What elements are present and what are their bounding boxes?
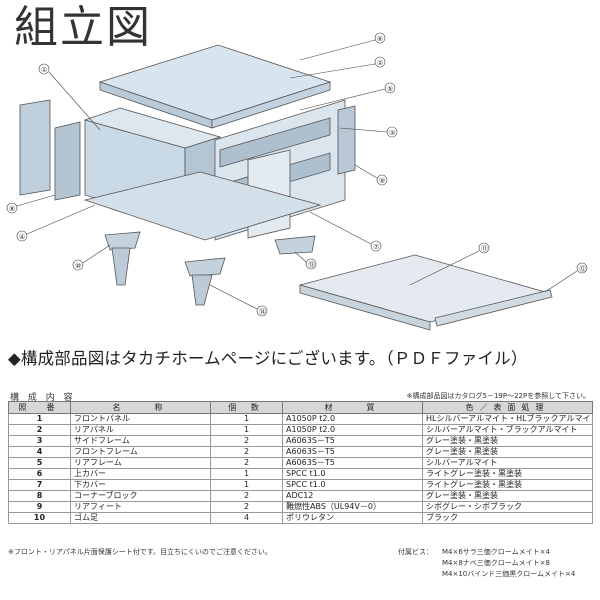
side-rail-shape <box>434 289 553 327</box>
table-row: 8 コーナーブロック 2 ADC12 グレー塗装・黒塗装 <box>8 490 593 502</box>
header-material: 材 質 <box>282 401 423 414</box>
callout-7: ⑦ <box>373 243 379 251</box>
table-row: 3 サイドフレーム 2 A6063S－T5 グレー塗装・黒塗装 <box>8 435 593 447</box>
row-name: ゴム足 <box>70 512 211 524</box>
row-finish: HLシルバーアルマイト・HLブラックアルマイト <box>422 413 593 425</box>
screws-label: 付属ビス： <box>398 548 433 556</box>
row-name: サイドフレーム <box>70 435 211 447</box>
row-quantity: 2 <box>210 457 283 469</box>
row-material: SPCC t1.0 <box>282 468 423 480</box>
callout-3: ③ <box>389 129 395 137</box>
row-name: リアフィート <box>70 501 211 513</box>
row-number: 4 <box>8 446 71 458</box>
assembly-drawing: ① ② ③ ④ ⑤ ⑥ ⑦ ⑧ ⑨ ⑩ ⑪ ⑫ ⑬ ⑭ <box>6 32 588 331</box>
row-finish: グレー塗装・黒塗装 <box>422 446 593 458</box>
rubber-foot-shape <box>104 231 141 251</box>
corner-block-shape <box>19 99 51 196</box>
parts-table: 照 番 名 称 個 数 材 質 色／表面処理 1 フロントパネル 1 A1050… <box>8 401 593 524</box>
row-name: コーナーブロック <box>70 490 211 502</box>
row-material: SPCC t1.0 <box>282 479 423 491</box>
composition-note: ※構成部品図はカタログ5－19P～22Pを参照して下さい。 <box>406 392 590 400</box>
composition-label: 構 成 内 容 <box>10 393 76 403</box>
row-material: A6063S－T5 <box>282 435 423 447</box>
row-quantity: 2 <box>210 490 283 502</box>
callout-2: ② <box>377 59 383 67</box>
screw-item: M4×8ナベ三価クロームメイト×8 <box>442 559 550 567</box>
table-row: 5 リアフレーム 2 A6063S－T5 シルバーアルマイト <box>8 457 593 469</box>
row-finish: ブラック <box>422 512 593 524</box>
table-row: 4 フロントフレーム 2 A6063S－T5 グレー塗装・黒塗装 <box>8 446 593 458</box>
row-material: 難燃性ABS（UL94V－0） <box>282 501 423 513</box>
row-number: 3 <box>8 435 71 447</box>
top-cover-shape <box>98 44 332 121</box>
row-finish: グレー塗装・黒塗装 <box>422 435 593 447</box>
row-material: A6063S－T5 <box>282 457 423 469</box>
header-number: 照 番 <box>8 401 71 414</box>
table-row: 6 上カバー 1 SPCC t1.0 ライトグレー塗装・黒塗装 <box>8 468 593 480</box>
row-name: フロントフレーム <box>70 446 211 458</box>
row-finish: シルバーアルマイト <box>422 457 593 469</box>
row-finish: グレー塗装・黒塗装 <box>422 490 593 502</box>
row-name: 上カバー <box>70 468 211 480</box>
table-row: 1 フロントパネル 1 A1050P t2.0 HLシルバーアルマイト・HLブラ… <box>8 413 593 425</box>
included-screws: 付属ビス： M4×6サラ三価クロームメイト×4 M4×8ナベ三価クロームメイト×8… <box>398 547 575 580</box>
row-number: 1 <box>8 413 71 425</box>
protection-sheet-note: ※フロント・リアパネル片面保護シート付です。目立ちにくいのでご注意ください。 <box>8 548 272 556</box>
header-quantity: 個 数 <box>210 401 283 414</box>
row-name: 下カバー <box>70 479 211 491</box>
row-finish: ライトグレー塗装・黒塗装 <box>422 479 593 491</box>
row-name: リアパネル <box>70 424 211 436</box>
row-name: フロントパネル <box>70 413 211 425</box>
pdf-notice: ◆構成部品図はタカチホームページにございます。（ＰＤＦファイル） <box>8 349 528 368</box>
row-finish: ライトグレー塗装・黒塗装 <box>422 468 593 480</box>
callout-14: ⑭ <box>259 308 266 316</box>
row-number: 7 <box>8 479 71 491</box>
rear-foot-shape <box>337 105 356 175</box>
table-row: 2 リアパネル 1 A1050P t2.0 シルバーアルマイト・ブラックアルマイ… <box>8 424 593 436</box>
header-name: 名 称 <box>70 401 211 414</box>
base-plate-shape <box>298 254 547 323</box>
row-number: 5 <box>8 457 71 469</box>
callout-5: ⑤ <box>387 85 393 93</box>
row-quantity: 2 <box>210 435 283 447</box>
callout-1: ① <box>41 66 47 74</box>
row-material: A1050P t2.0 <box>282 413 423 425</box>
callout-13: ⑬ <box>308 261 315 269</box>
callout-8: ⑧ <box>9 205 15 213</box>
table-row: 7 下カバー 1 SPCC t1.0 ライトグレー塗装・黒塗装 <box>8 479 593 491</box>
screw-item: M4×6サラ三価クロームメイト×4 <box>442 548 550 556</box>
callout-12: ⑫ <box>579 265 586 273</box>
bottom-cover-shape <box>83 171 322 241</box>
table-header-row: 照 番 名 称 個 数 材 質 色／表面処理 <box>8 401 593 414</box>
callout-10: ⑩ <box>75 262 81 270</box>
header-finish: 色／表面処理 <box>422 401 593 414</box>
callout-9: ⑨ <box>379 177 385 185</box>
row-quantity: 2 <box>210 446 283 458</box>
page-title: 組立図 <box>14 2 152 53</box>
callout-4: ④ <box>19 233 25 241</box>
row-material: A6063S－T5 <box>282 446 423 458</box>
row-number: 8 <box>8 490 71 502</box>
row-finish: シボグレー・シボブラック <box>422 501 593 513</box>
callout-11: ⑪ <box>481 245 488 253</box>
row-number: 6 <box>8 468 71 480</box>
row-quantity: 1 <box>210 468 283 480</box>
row-material: A1050P t2.0 <box>282 424 423 436</box>
row-number: 9 <box>8 501 71 513</box>
table-row: 10 ゴム足 4 ポリウレタン ブラック <box>8 512 593 524</box>
row-quantity: 2 <box>210 501 283 513</box>
row-quantity: 1 <box>210 424 283 436</box>
table-row: 9 リアフィート 2 難燃性ABS（UL94V－0） シボグレー・シボブラック <box>8 501 593 513</box>
row-quantity: 1 <box>210 479 283 491</box>
row-material: ADC12 <box>282 490 423 502</box>
row-number: 2 <box>8 424 71 436</box>
row-material: ポリウレタン <box>282 512 423 524</box>
row-name: リアフレーム <box>70 457 211 469</box>
row-quantity: 4 <box>210 512 283 524</box>
callout-6: ⑥ <box>377 35 383 43</box>
row-finish: シルバーアルマイト・ブラックアルマイト <box>422 424 593 436</box>
row-quantity: 1 <box>210 413 283 425</box>
row-number: 10 <box>8 512 71 524</box>
screw-item: M4×10バインド三価黒クロームメイト×4 <box>442 570 576 578</box>
